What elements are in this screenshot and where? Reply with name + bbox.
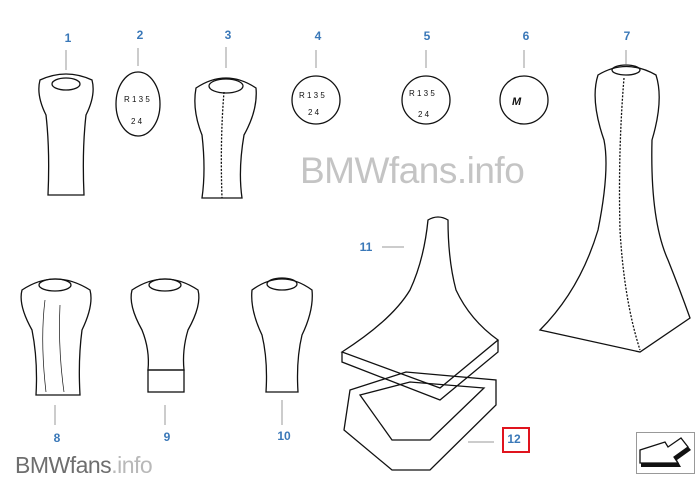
part-6-m-logo-cap: M (499, 75, 549, 125)
callout-8[interactable]: 8 (53, 431, 61, 445)
leader-lines (54, 47, 627, 443)
part-8-wood-gear-knob (20, 278, 92, 396)
part-2-shift-pattern-badge: R 1 3 5 2 4 (115, 71, 161, 137)
back-arrow-icon (639, 437, 691, 467)
callout-3[interactable]: 3 (224, 28, 232, 42)
svg-text:2 4: 2 4 (131, 117, 143, 126)
part-3-leather-gear-knob (194, 77, 257, 199)
callout-9[interactable]: 9 (163, 430, 171, 444)
svg-text:R 1 3 5: R 1 3 5 (299, 91, 325, 100)
back-button[interactable] (636, 432, 695, 474)
part-9-wood-gear-knob (130, 278, 200, 393)
svg-text:R 1 3 5: R 1 3 5 (124, 95, 150, 104)
callout-11[interactable]: 11 (359, 240, 373, 254)
part-1-gear-knob (38, 73, 94, 196)
part-7-shift-boot (538, 64, 691, 353)
svg-text:2 4: 2 4 (308, 108, 320, 117)
svg-text:R 1 3 5: R 1 3 5 (409, 89, 435, 98)
svg-text:2 4: 2 4 (418, 110, 430, 119)
watermark-bottom: BMWfans.info (15, 452, 153, 478)
part-10-leather-gear-knob (251, 277, 313, 393)
callout-7[interactable]: 7 (623, 29, 631, 43)
svg-text:M: M (512, 96, 522, 108)
callout-12[interactable]: 12 (507, 432, 521, 446)
callout-5[interactable]: 5 (423, 29, 431, 43)
callout-4[interactable]: 4 (314, 29, 322, 43)
highlighted-callout-box (502, 427, 530, 453)
part-11-shift-boot (340, 216, 500, 401)
callout-10[interactable]: 10 (277, 429, 291, 443)
part-5-m-shift-pattern-cap: R 1 3 5 2 4 (401, 75, 451, 125)
callout-2[interactable]: 2 (136, 28, 144, 42)
callout-6[interactable]: 6 (522, 29, 530, 43)
callout-1[interactable]: 1 (64, 31, 72, 45)
watermark-top: BMWfans.info (300, 150, 525, 191)
part-12-boot-frame (343, 371, 497, 471)
part-4-shift-pattern-cap: R 1 3 5 2 4 (291, 75, 341, 125)
